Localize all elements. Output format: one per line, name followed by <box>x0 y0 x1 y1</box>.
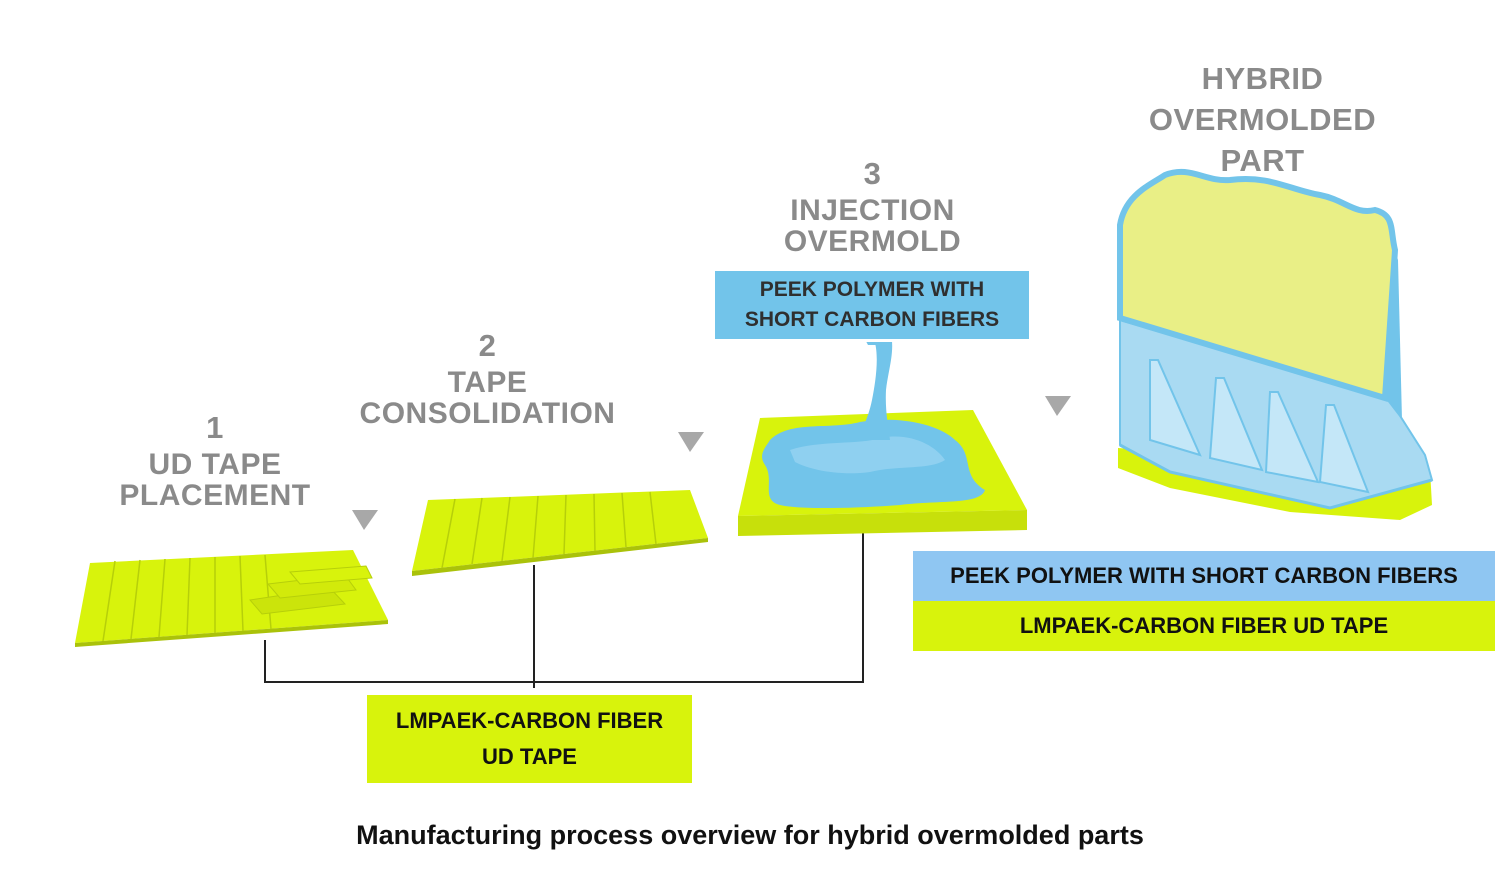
final-part-line2: OVERMOLDED <box>1148 102 1377 137</box>
injection-callout-line1: PEEK POLYMER WITH <box>759 278 985 301</box>
final-part-line1: HYBRID <box>1201 61 1324 96</box>
step-3-number: 3 <box>863 156 882 191</box>
step-1-line2: PLACEMENT <box>119 479 311 512</box>
connector-lines <box>264 530 864 688</box>
injection-callout-line2: SHORT CARBON FIBERS <box>744 308 1000 331</box>
ud-tape-material-line2: UD TAPE <box>482 744 577 769</box>
step-2-number: 2 <box>478 328 497 363</box>
legend-polymer: PEEK POLYMER WITH SHORT CARBON FIBERS <box>913 551 1495 601</box>
legend-ud-tape: LMPAEK-CARBON FIBER UD TAPE <box>913 601 1495 651</box>
final-part-line3: PART <box>1220 143 1305 178</box>
step-2-label: 2 TAPE CONSOLIDATION <box>345 330 630 429</box>
ud-tape-material-line1: LMPAEK-CARBON FIBER <box>395 708 664 733</box>
consolidated-sheet <box>412 490 708 576</box>
step-3-label: 3 INJECTION OVERMOLD <box>765 158 980 257</box>
step-1-label: 1 UD TAPE PLACEMENT <box>100 412 330 511</box>
final-part-label: HYBRID OVERMOLDED PART <box>1130 58 1395 181</box>
injection-callout: PEEK POLYMER WITH SHORT CARBON FIBERS <box>712 268 1032 342</box>
step-1-line1: UD TAPE <box>148 448 282 481</box>
legend-ud-tape-label: LMPAEK-CARBON FIBER UD TAPE <box>1019 613 1389 638</box>
step-2-line2: CONSOLIDATION <box>359 397 616 430</box>
figure-caption: Manufacturing process overview for hybri… <box>356 820 1144 850</box>
flow-arrow-icon <box>352 396 1071 530</box>
step-3-line2: OVERMOLD <box>783 225 962 258</box>
step-2-line1: TAPE <box>447 366 528 399</box>
ud-tape-material-label: LMPAEK-CARBON FIBER UD TAPE <box>367 695 692 783</box>
legend-polymer-label: PEEK POLYMER WITH SHORT CARBON FIBERS <box>950 563 1458 588</box>
injection-overmold-plate <box>738 330 1027 536</box>
ud-tape-sheet <box>75 550 388 647</box>
step-3-line1: INJECTION <box>790 194 955 227</box>
step-1-number: 1 <box>206 410 224 445</box>
hybrid-part-illustration <box>1117 168 1434 520</box>
